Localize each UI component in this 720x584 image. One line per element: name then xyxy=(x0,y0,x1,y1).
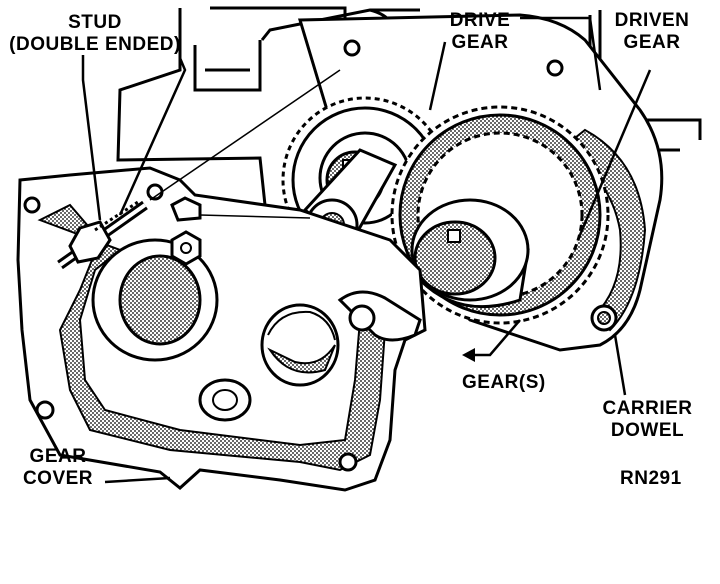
carrier-dowel-label: CARRIER DOWEL xyxy=(595,398,700,442)
driven-gear-label: DRIVEN GEAR xyxy=(604,10,700,54)
stud-label: STUD (DOUBLE ENDED) xyxy=(0,12,190,56)
gears-arrow-head xyxy=(462,348,475,362)
cover-bolt-hole-bottom-right xyxy=(338,452,358,472)
driven-gear-label-line2: GEAR xyxy=(623,32,681,53)
carrier-dowel xyxy=(590,304,618,332)
alignment-lines xyxy=(149,69,341,219)
carrier-bolt-hole-top-left xyxy=(343,39,361,57)
cover-bolt-hole-bottom-left xyxy=(35,400,55,420)
gear-cover xyxy=(16,166,427,492)
leader-lines xyxy=(81,16,652,484)
stud-label-line1: STUD xyxy=(68,12,122,33)
carrier-dowel-label-line1: CARRIER xyxy=(602,398,693,419)
carrier-bolt-hole-top-right xyxy=(546,59,564,77)
drive-gear-label-line1: DRIVE xyxy=(449,10,511,31)
drive-gear-label-line2: GEAR xyxy=(451,32,509,53)
gear-cover-label-line2: COVER xyxy=(22,468,94,489)
driven-gear-label-line1: DRIVEN xyxy=(614,10,690,31)
stud-label-line2: (DOUBLE ENDED) xyxy=(9,34,181,55)
gear-cover-label-line1: GEAR xyxy=(29,446,87,467)
carrier-dowel-label-line2: DOWEL xyxy=(610,420,685,441)
driven-gear xyxy=(390,105,610,325)
cover-bolt-hole-left xyxy=(23,196,41,214)
figure-code: RN291 xyxy=(620,468,682,489)
gears-label: GEAR(S) xyxy=(462,372,546,393)
gear-cover-label: GEAR COVER xyxy=(8,446,108,490)
double-ended-stud xyxy=(57,200,148,270)
drive-gear-label: DRIVE GEAR xyxy=(440,10,520,54)
